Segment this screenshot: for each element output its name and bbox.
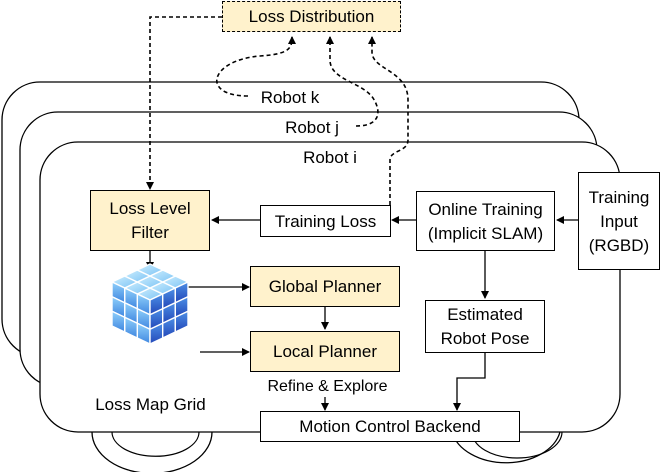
online-training-line-1: Online Training (428, 199, 543, 219)
loss-level-filter-line-2: Filter (131, 223, 169, 242)
global-planner-label: Global Planner (268, 277, 382, 296)
pose-to-backend-arrow (453, 353, 486, 411)
training-loss-label: Training Loss (274, 211, 377, 231)
estimated-robot-pose-line-2: Robot Pose (440, 329, 530, 348)
online-training-line-2: (Implicit SLAM) (427, 223, 544, 243)
loss-distribution-node: Loss Distribution (222, 1, 401, 32)
training-input-line-2: Input (600, 211, 638, 231)
training-loss-node: Training Loss (260, 205, 391, 237)
training-input-line-1: Training (588, 187, 650, 207)
local-planner-label: Local Planner (273, 342, 377, 361)
robot-i-label: Robot i (303, 147, 357, 167)
robot-k-label: Robot k (260, 87, 320, 107)
loss-level-filter-node: Loss Level Filter (90, 190, 210, 251)
estimated-robot-pose-line-1: Estimated (447, 305, 523, 324)
loss-map-grid-label: Loss Map Grid (95, 394, 206, 414)
estimated-robot-pose-node: Estimated Robot Pose (425, 300, 545, 353)
robot-j-label: Robot j (285, 117, 339, 137)
robot-i-wheel-details (111, 431, 563, 459)
loss-distribution-label: Loss Distribution (248, 7, 375, 26)
training-input-line-3: (RGBD) (588, 235, 650, 255)
robot-j-loss-arrow (326, 36, 379, 127)
training-loss-to-dist-arrow (368, 36, 409, 205)
robot-k-loss-arrow (216, 36, 296, 97)
loss-dist-to-filter-arrow (146, 16, 222, 190)
loss-map-grid-cube-icon (110, 263, 190, 346)
global-planner-node: Global Planner (250, 266, 400, 307)
loss-level-filter-line-1: Loss Level (109, 199, 191, 218)
refine-explore-label: Refine & Explore (267, 377, 388, 395)
local-planner-node: Local Planner (250, 331, 400, 372)
training-input-node: Training Input (RGBD) (578, 172, 660, 270)
motion-control-backend-node: Motion Control Backend (260, 411, 520, 442)
motion-control-backend-label: Motion Control Backend (299, 417, 481, 436)
online-training-node: Online Training (Implicit SLAM) (416, 191, 555, 251)
